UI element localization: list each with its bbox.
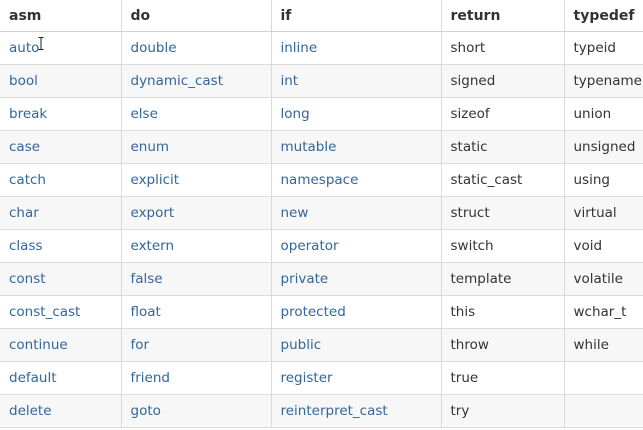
table-cell: reinterpret_cast: [270, 394, 441, 428]
table-cell: static: [440, 130, 564, 164]
table-cell: unsigned: [563, 130, 643, 164]
table-cell: template: [440, 262, 564, 296]
table-cell: continue: [0, 328, 121, 362]
table-cell: namespace: [270, 163, 441, 197]
table-cell: const_cast: [0, 295, 121, 329]
table-cell: signed: [440, 64, 564, 98]
table-cell: virtual: [563, 196, 643, 230]
table-cell: float: [120, 295, 271, 329]
column-header: do: [120, 0, 271, 32]
table-cell: char: [0, 196, 121, 230]
table-cell: using: [563, 163, 643, 197]
table-cell: export: [120, 196, 271, 230]
table-cell: false: [120, 262, 271, 296]
table-cell: operator: [270, 229, 441, 263]
table-cell: delete: [0, 394, 121, 428]
column-header: asm: [0, 0, 121, 32]
column-header: typedef: [563, 0, 643, 32]
table-cell: double: [120, 31, 271, 65]
table-cell: auto: [0, 31, 121, 65]
table-cell: switch: [440, 229, 564, 263]
table-cell: this: [440, 295, 564, 329]
table-cell: struct: [440, 196, 564, 230]
table-cell: register: [270, 361, 441, 395]
table-cell: typeid: [563, 31, 643, 65]
table-cell: for: [120, 328, 271, 362]
table-cell: sizeof: [440, 97, 564, 131]
table-cell: wchar_t: [563, 295, 643, 329]
table-cell: dynamic_cast: [120, 64, 271, 98]
table-cell: static_cast: [440, 163, 564, 197]
table-cell: else: [120, 97, 271, 131]
table-cell: inline: [270, 31, 441, 65]
column-header: return: [440, 0, 564, 32]
table-cell: friend: [120, 361, 271, 395]
table-cell: break: [0, 97, 121, 131]
table-cell: throw: [440, 328, 564, 362]
table-cell: const: [0, 262, 121, 296]
column-header: if: [270, 0, 441, 32]
table-cell: public: [270, 328, 441, 362]
table-cell: protected: [270, 295, 441, 329]
table-cell: true: [440, 361, 564, 395]
table-cell: goto: [120, 394, 271, 428]
table-cell: catch: [0, 163, 121, 197]
table-cell: int: [270, 64, 441, 98]
table-cell: short: [440, 31, 564, 65]
table-cell: private: [270, 262, 441, 296]
table-cell: mutable: [270, 130, 441, 164]
table-cell: bool: [0, 64, 121, 98]
table-cell: extern: [120, 229, 271, 263]
table-cell: while: [563, 328, 643, 362]
table-cell: volatile: [563, 262, 643, 296]
table-cell: [563, 394, 643, 428]
table-cell: case: [0, 130, 121, 164]
table-cell: default: [0, 361, 121, 395]
table-cell: enum: [120, 130, 271, 164]
table-header-row: asm do if return typedef: [0, 0, 643, 32]
table-cell: [563, 361, 643, 395]
table-cell: void: [563, 229, 643, 263]
table-cell: new: [270, 196, 441, 230]
table-cell: class: [0, 229, 121, 263]
table-cell: typename: [563, 64, 643, 98]
table-cell: try: [440, 394, 564, 428]
table-cell: explicit: [120, 163, 271, 197]
table-cell: union: [563, 97, 643, 131]
table-cell: long: [270, 97, 441, 131]
